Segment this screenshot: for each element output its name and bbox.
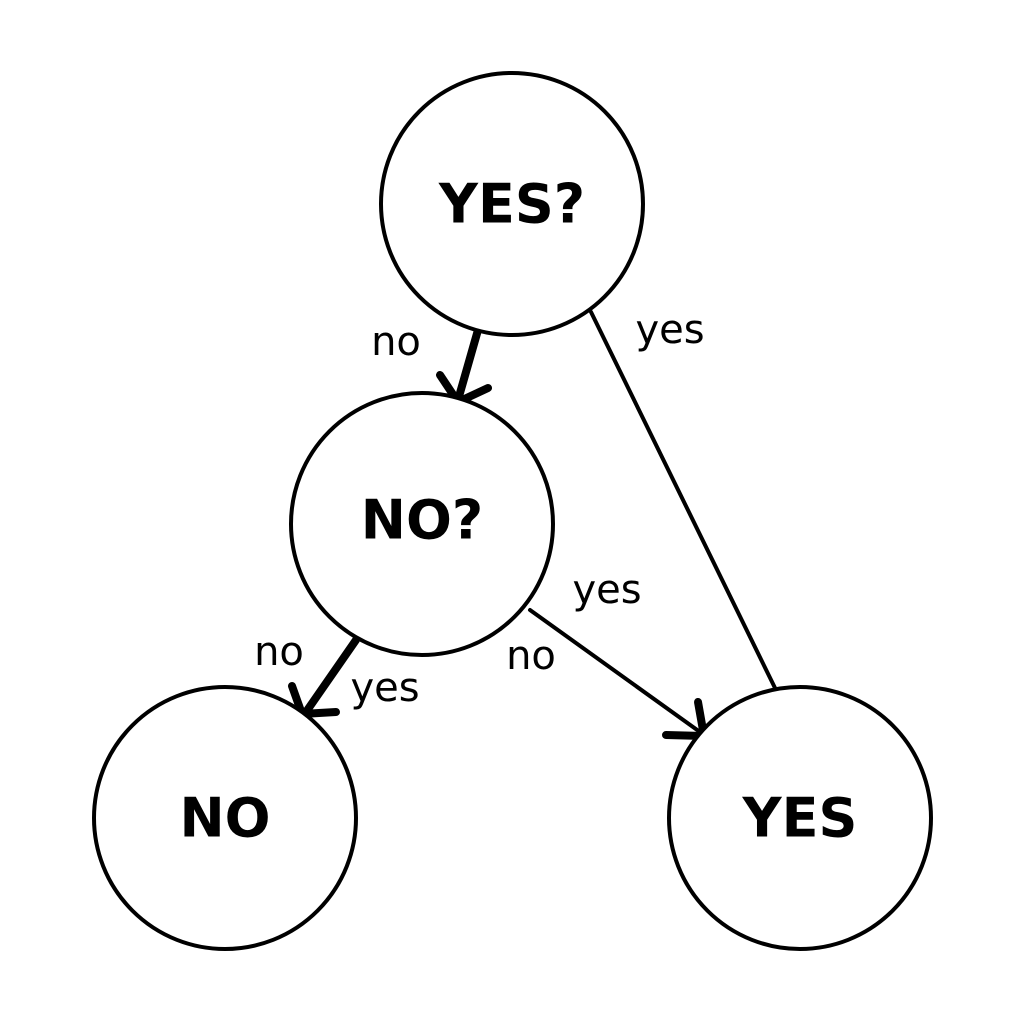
edge-root-to-yes bbox=[589, 310, 778, 692]
edge-label-middle-to-yes-top: yes bbox=[572, 567, 641, 613]
node-root: YES? bbox=[379, 71, 645, 337]
edge-label-middle-to-no-right: yes bbox=[350, 665, 419, 711]
edge-label-root-to-yes: yes bbox=[635, 307, 704, 353]
node-no-leaf-label: NO bbox=[179, 787, 270, 850]
node-yes-leaf-label: YES bbox=[742, 787, 858, 850]
edge-label-root-to-middle: no bbox=[371, 319, 421, 365]
edge-label-middle-to-no-left: no bbox=[254, 629, 304, 675]
node-middle: NO? bbox=[289, 391, 555, 657]
edge-root-to-middle bbox=[454, 326, 482, 404]
node-root-label: YES? bbox=[438, 173, 585, 236]
edge-label-middle-to-yes-bottom: no bbox=[506, 633, 556, 679]
edge-middle-to-yes bbox=[528, 608, 702, 734]
edge-middle-to-no bbox=[302, 636, 360, 716]
node-no-leaf: NO bbox=[92, 685, 358, 951]
node-middle-label: NO? bbox=[361, 489, 483, 552]
node-yes-leaf: YES bbox=[667, 685, 933, 951]
